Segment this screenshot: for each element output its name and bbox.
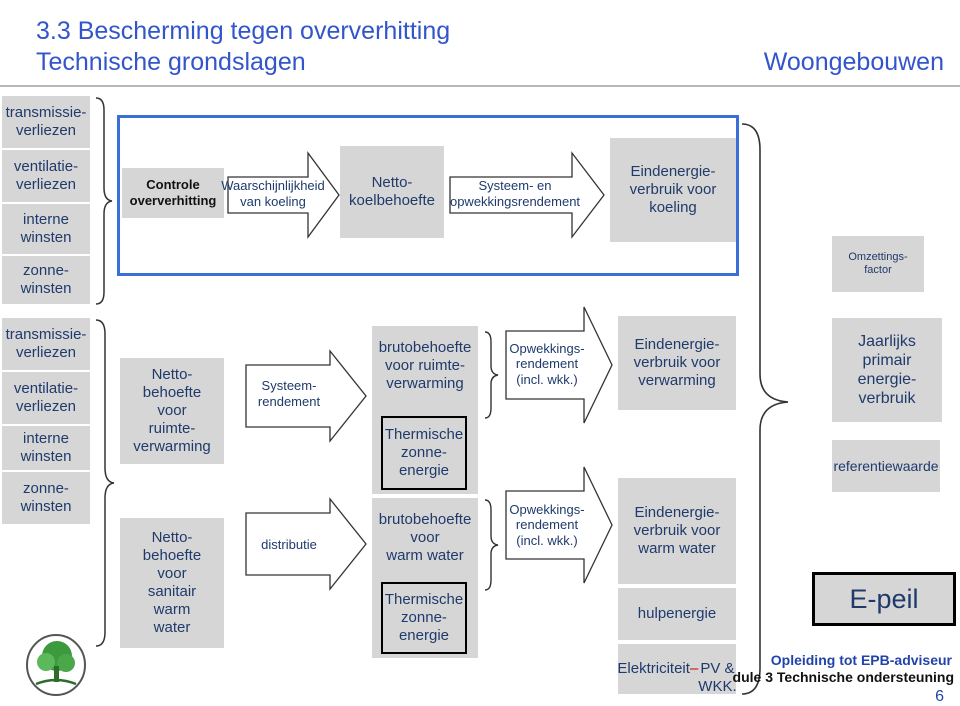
system-arrow-label: Systeem- en opwekkingsrendement [449, 178, 581, 209]
top-input-ventilation: ventilatie- verliezen [2, 150, 90, 202]
reference-value-box: referentiewaarde [832, 440, 940, 492]
bottom-input-internal: interne winsten [2, 426, 90, 470]
gross-heating-label: brutobehoefte voor ruimte- verwarming [378, 339, 472, 392]
e-level-box: E-peil [812, 572, 956, 626]
conversion-factor-box: Omzettings- factor [832, 236, 924, 292]
solar-thermal-2-frame [381, 582, 467, 654]
top-input-transmission: transmissie- verliezen [2, 96, 90, 148]
top-input-solar: zonne- winsten [2, 256, 90, 304]
generation-arrow-2-shape [505, 466, 613, 584]
final-energy-cooling-box: Eindenergie- verbruik voor koeling [610, 138, 736, 242]
final-energy-heating-box: Eindenergie- verbruik voor verwarming [618, 316, 736, 410]
top-brace [95, 97, 113, 305]
page-number: 6 [935, 688, 944, 705]
generation-arrow-1-shape [505, 306, 613, 424]
title-line-2: Technische grondslagen [36, 48, 306, 76]
distribution-arrow-label: distributie [261, 537, 317, 553]
primary-energy-box: Jaarlijks primair energie- verbruik [832, 318, 942, 422]
net-heating-box: Netto- behoefte voor ruimte- verwarming [120, 358, 224, 464]
brace-heating [484, 331, 499, 419]
auxiliary-energy-box: hulpenergie [618, 588, 736, 640]
system-efficiency-arrow-shape [245, 349, 367, 443]
bottom-input-transmission: transmissie- verliezen [2, 318, 90, 370]
net-hot-water-box: Netto- behoefte voor sanitair warm water [120, 518, 224, 648]
system-efficiency-arrow-label: Systeem- rendement [257, 378, 321, 409]
large-brace [741, 123, 789, 695]
final-energy-hot-water-box: Eindenergie- verbruik voor warm water [618, 478, 736, 584]
generation-arrow-1-label: Opwekkings- rendement (incl. wkk.) [509, 340, 585, 387]
subtitle: Woongebouwen [763, 48, 944, 76]
control-overheating-box: Controle oververhitting [122, 168, 224, 218]
gross-heating-group [372, 326, 478, 494]
distribution-arrow-shape [245, 497, 367, 591]
solar-thermal-2-label: Thermische zonne- energie [384, 591, 464, 644]
system-arrow-shape [449, 151, 605, 239]
solar-thermal-1-frame [381, 416, 467, 490]
header-divider [0, 85, 960, 87]
footer-course: Opleiding tot EPB-adviseur [770, 652, 952, 668]
tree-logo-icon [26, 634, 86, 696]
gross-hot-water-group [372, 498, 478, 658]
title-line-1: 3.3 Bescherming tegen oververhitting [36, 17, 451, 45]
solar-thermal-1-label: Thermische zonne- energie [384, 426, 464, 479]
probability-arrow-shape [227, 151, 340, 239]
gross-hot-water-label: brutobehoefte voor warm water [378, 511, 472, 564]
electricity-box: Elektriciteit – PV & WKK. [617, 644, 737, 695]
brace-hot-water [484, 499, 499, 591]
cooling-frame [117, 115, 739, 276]
bottom-brace [95, 319, 115, 647]
bottom-input-solar: zonne- winsten [2, 472, 90, 524]
probability-arrow-label: Waarschijnlijkheid van koeling [221, 178, 325, 209]
generation-arrow-2-label: Opwekkings- rendement (incl. wkk.) [509, 501, 585, 548]
net-cooling-box: Netto- koelbehoefte [340, 146, 444, 238]
top-input-internal: interne winsten [2, 204, 90, 254]
footer-module: dule 3 Technische ondersteuning [732, 669, 954, 685]
bottom-input-ventilation: ventilatie- verliezen [2, 372, 90, 424]
